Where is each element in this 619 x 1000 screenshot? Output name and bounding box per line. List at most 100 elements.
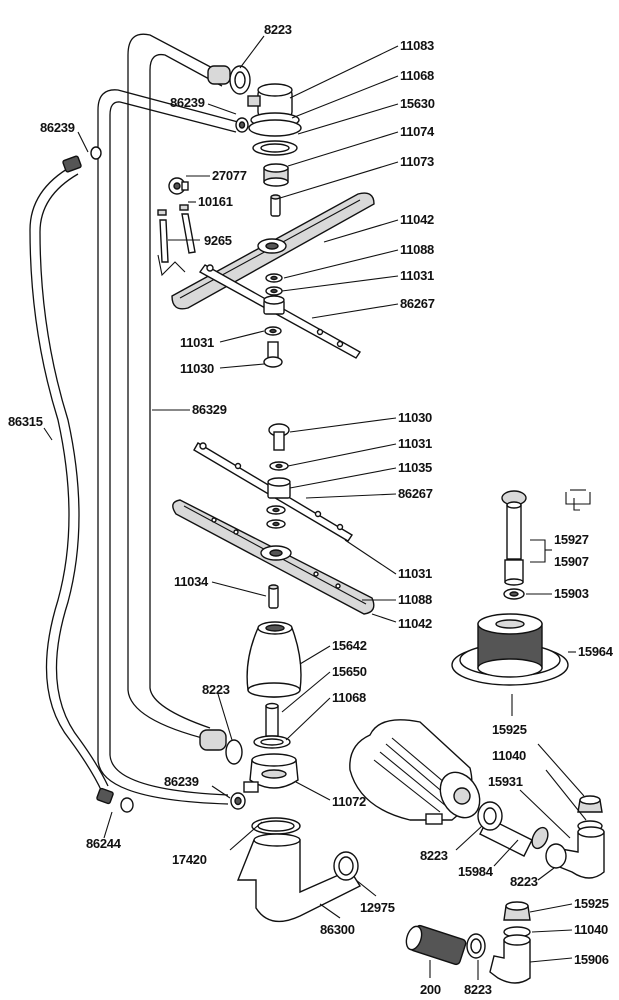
washer-11031-c xyxy=(269,461,289,471)
label-86239-bot: 86239 xyxy=(164,774,199,789)
bearing-11074 xyxy=(263,163,289,187)
label-15927: 15927 xyxy=(554,532,589,547)
label-27077: 27077 xyxy=(212,168,247,183)
connector-86239-bot xyxy=(230,792,246,810)
label-15925-b: 15925 xyxy=(574,896,609,911)
label-86329: 86329 xyxy=(192,402,227,417)
label-11068-top: 11068 xyxy=(400,68,434,83)
supply-pipe xyxy=(97,33,239,805)
softener-icon xyxy=(565,489,591,511)
label-11030-top: 11030 xyxy=(180,361,214,376)
label-15907: 15907 xyxy=(554,554,589,569)
motor xyxy=(349,719,481,825)
label-11088-mid: 11088 xyxy=(398,592,432,607)
label-11073: 11073 xyxy=(400,154,434,169)
label-11074: 11074 xyxy=(400,124,435,139)
upper-hub-11083 xyxy=(247,83,293,117)
label-15931: 15931 xyxy=(488,774,523,789)
hub-11035 xyxy=(267,477,291,499)
label-11083: 11083 xyxy=(400,38,434,53)
label-11031-a: 11031 xyxy=(400,268,434,283)
clamp-8223-right2 xyxy=(545,843,567,869)
label-86300: 86300 xyxy=(320,922,355,937)
label-11042-mid: 11042 xyxy=(398,616,432,631)
label-11088-top: 11088 xyxy=(400,242,434,257)
label-15906: 15906 xyxy=(574,952,609,967)
clamp-8223-bot xyxy=(466,933,486,959)
label-11031-d: 11031 xyxy=(398,566,432,581)
valve-27077 xyxy=(168,177,189,195)
label-11072: 11072 xyxy=(332,794,366,809)
label-11042-top: 11042 xyxy=(400,212,434,227)
label-11031-c: 11031 xyxy=(398,436,432,451)
label-15650: 15650 xyxy=(332,664,367,679)
label-15642: 15642 xyxy=(332,638,367,653)
label-8223-right2: 8223 xyxy=(510,874,538,889)
label-200: 200 xyxy=(420,982,441,997)
pump-housing-11072 xyxy=(243,753,299,793)
washer-11031-b xyxy=(264,326,282,336)
label-86244: 86244 xyxy=(86,836,122,851)
label-17420: 17420 xyxy=(172,852,207,867)
label-8223-mid: 8223 xyxy=(202,682,230,697)
inlet-connector-86239-left xyxy=(62,146,102,173)
nozzle-11034 xyxy=(268,584,279,609)
label-11034: 11034 xyxy=(174,574,209,589)
label-11031-b: 11031 xyxy=(180,335,214,350)
label-15984: 15984 xyxy=(458,864,494,879)
label-15903: 15903 xyxy=(554,586,589,601)
washer-11031-d xyxy=(266,505,286,529)
cap-15925-a xyxy=(577,795,603,813)
hub-top xyxy=(263,295,285,315)
manifold-cone-15642 xyxy=(246,621,302,698)
clamp-8223-top xyxy=(207,65,251,95)
tube-15907 xyxy=(504,559,524,586)
label-86315: 86315 xyxy=(8,414,43,429)
label-86267-mid: 86267 xyxy=(398,486,433,501)
fill-hose-end-86244 xyxy=(96,787,134,813)
seal-11068-top xyxy=(248,112,302,137)
label-11040-a: 11040 xyxy=(492,748,526,763)
label-15630: 15630 xyxy=(400,96,435,111)
connector-86239-top xyxy=(235,117,249,133)
label-12975: 12975 xyxy=(360,900,395,915)
label-11035: 11035 xyxy=(398,460,432,475)
clamp-8223-right xyxy=(477,801,503,831)
lower-spray-arm-11042 xyxy=(172,499,375,615)
label-11068-mid: 11068 xyxy=(332,690,366,705)
seal-15903 xyxy=(503,588,525,600)
part-labels: 8223 11083 11068 86239 15630 86239 11074… xyxy=(8,22,614,997)
label-11040-b: 11040 xyxy=(574,922,608,937)
leader-lines xyxy=(43,35,587,980)
fill-hose xyxy=(29,165,109,793)
fitting-200 xyxy=(405,924,467,966)
filter-15964 xyxy=(451,613,569,686)
cap-15925-b xyxy=(503,901,531,921)
label-15964: 15964 xyxy=(578,644,614,659)
tube-15650 xyxy=(265,702,279,737)
cap-15927 xyxy=(501,490,527,560)
label-8223-right: 8223 xyxy=(420,848,448,863)
label-11030-mid: 11030 xyxy=(398,410,432,425)
ring-15630 xyxy=(252,140,298,156)
label-8223-top: 8223 xyxy=(264,22,292,37)
bolt-11030-top xyxy=(263,341,283,368)
label-10161: 10161 xyxy=(198,194,233,209)
label-9265: 9265 xyxy=(204,233,232,248)
washer-11088-top xyxy=(265,273,283,283)
bolt-11030-mid xyxy=(268,423,290,451)
washer-11031-a xyxy=(265,286,283,296)
clamp-12975 xyxy=(333,851,359,881)
clip-10161 xyxy=(157,204,189,216)
elbow-15906 xyxy=(489,934,531,984)
label-86239-left: 86239 xyxy=(40,120,75,135)
label-86267-top: 86267 xyxy=(400,296,435,311)
clamp-8223-mid xyxy=(199,729,243,765)
ring-17420 xyxy=(251,817,301,835)
nozzle-11073 xyxy=(270,194,281,217)
label-8223-bot: 8223 xyxy=(464,982,492,997)
wire-9265 xyxy=(157,213,196,277)
seal-11068-mid xyxy=(253,735,291,749)
label-86239-top: 86239 xyxy=(170,95,205,110)
